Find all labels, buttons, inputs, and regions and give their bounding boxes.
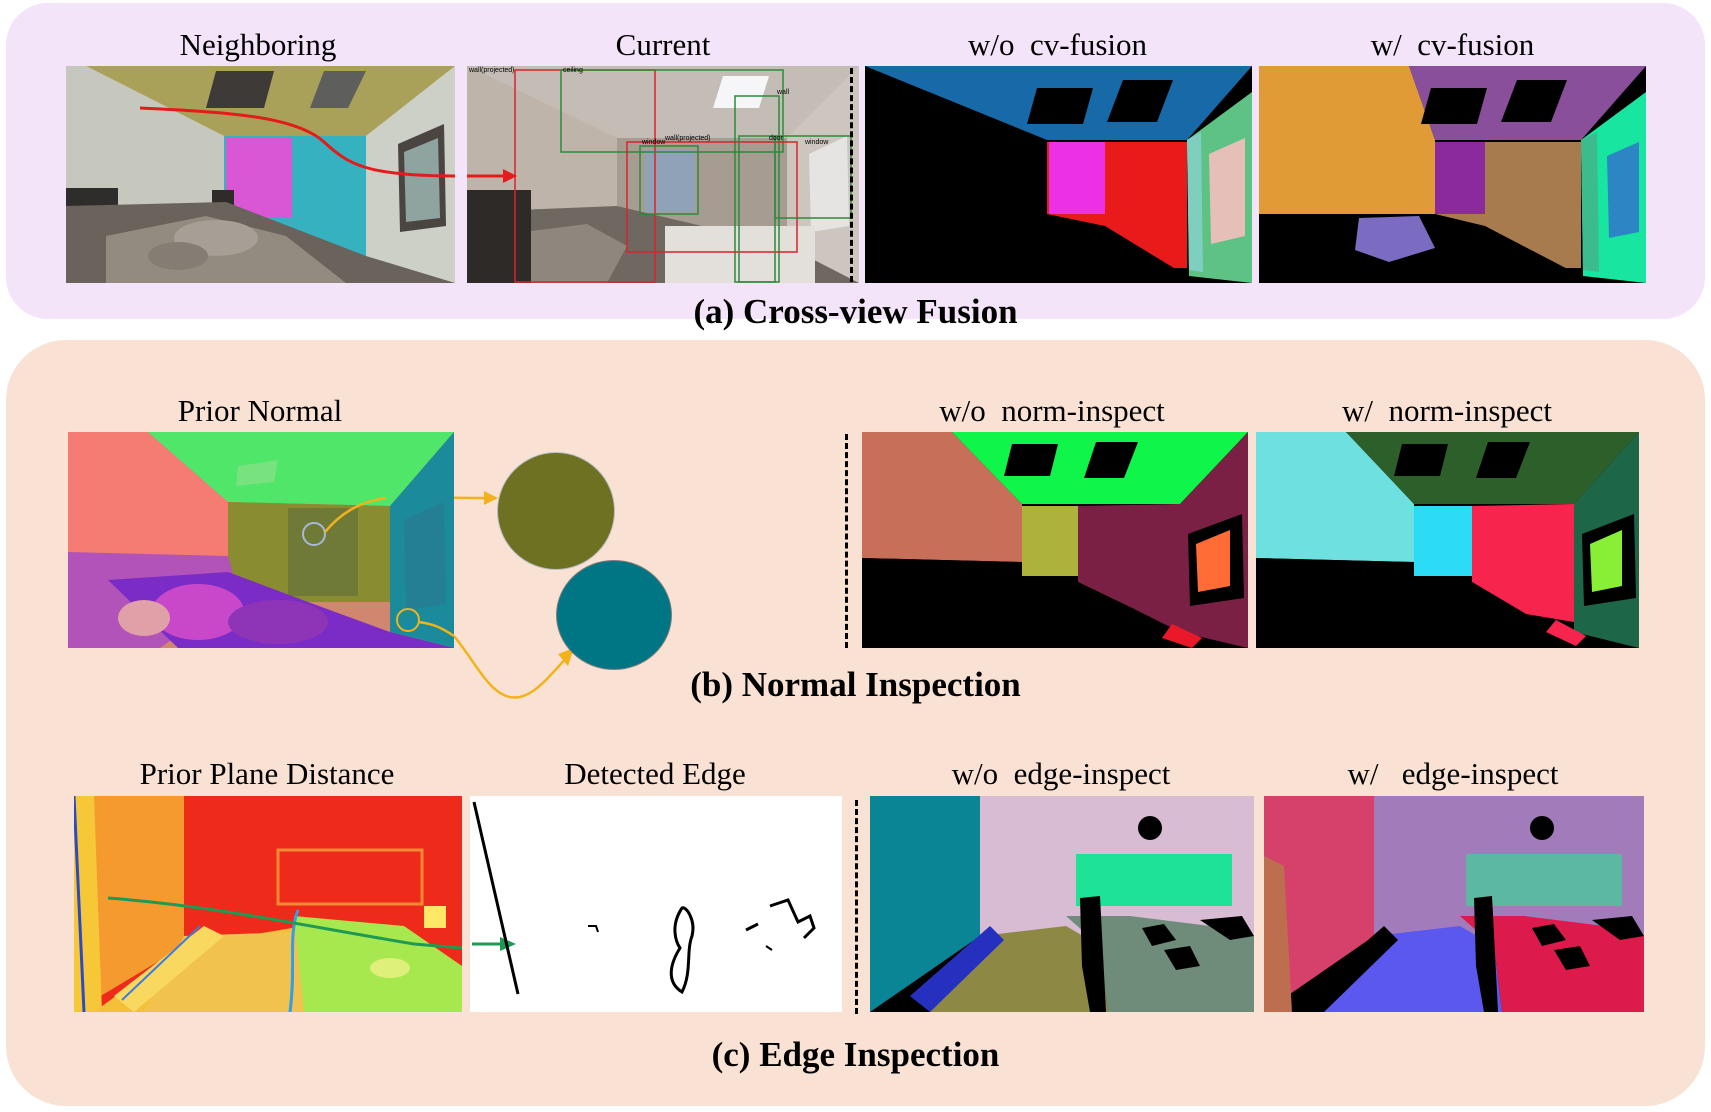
without-edge-inspect-image — [870, 796, 1254, 1012]
normal-sample-arrows — [454, 491, 574, 699]
sampled-normal-circle-teal — [556, 560, 672, 670]
without-cv-fusion-image — [865, 66, 1252, 283]
label-without-norm-inspect: w/o norm-inspect — [939, 393, 1165, 428]
without-norm-inspect-image — [862, 432, 1248, 648]
label-with-norm-inspect: w/ norm-inspect — [1341, 393, 1553, 428]
box-label-wall-projected-1: wall(projected) — [468, 67, 515, 74]
with-edge-inspect-image — [1264, 796, 1644, 1012]
label-prior-plane-distance: Prior Plane Distance — [139, 756, 395, 791]
current-view-image: wall(projected) ceiling wall window wall… — [467, 66, 859, 283]
separator-c — [855, 800, 858, 1014]
prior-plane-distance-image — [74, 796, 462, 1012]
box-label-window-1: window — [641, 139, 666, 146]
neighboring-view-image — [66, 66, 455, 283]
box-label-wall: wall — [776, 89, 790, 96]
box-label-wall-projected-2: wall(projected) — [664, 135, 711, 142]
caption-edge-inspection: (c) Edge Inspection — [711, 1035, 1000, 1074]
label-current: Current — [615, 27, 711, 62]
label-without-cv-fusion: w/o cv-fusion — [967, 27, 1148, 62]
box-label-door: door — [769, 135, 784, 142]
caption-cross-view-fusion: (a) Cross-view Fusion — [693, 292, 1018, 331]
separator-a — [850, 68, 853, 282]
detected-edge-image — [470, 796, 842, 1012]
label-prior-normal: Prior Normal — [177, 393, 343, 428]
with-cv-fusion-image — [1259, 66, 1646, 283]
with-norm-inspect-image — [1256, 432, 1639, 648]
separator-b — [845, 434, 848, 648]
label-detected-edge: Detected Edge — [564, 756, 746, 791]
label-with-edge-inspect: w/ edge-inspect — [1347, 756, 1559, 791]
box-label-window-2: window — [804, 139, 829, 146]
label-without-edge-inspect: w/o edge-inspect — [951, 756, 1171, 791]
prior-normal-image — [68, 432, 454, 648]
caption-normal-inspection: (b) Normal Inspection — [690, 665, 1021, 704]
box-label-ceiling: ceiling — [563, 67, 583, 74]
label-neighboring: Neighboring — [179, 27, 337, 62]
sampled-normal-circle-olive — [497, 452, 615, 570]
label-with-cv-fusion: w/ cv-fusion — [1370, 27, 1535, 62]
